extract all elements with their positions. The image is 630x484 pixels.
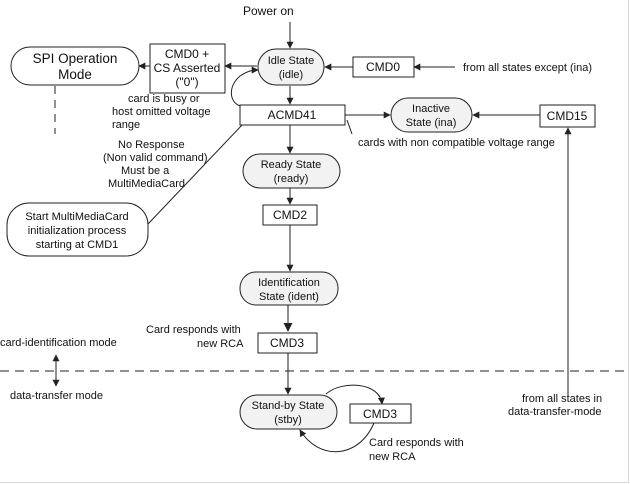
cmd3-stby-label: CMD3 (363, 407, 397, 421)
ident-state-line-2: State (ident) (259, 291, 319, 303)
label-responds-rca-1a: Card responds with (146, 324, 241, 336)
label-responds-rca-2b: new RCA (369, 451, 416, 463)
label-non-compatible: cards with non compatible voltage range (358, 137, 555, 149)
label-from-all-except: from all states except (ina) (463, 62, 592, 74)
cmd0-cs-line-1: CMD0 + (165, 47, 209, 61)
ident-state-line-1: Identification (258, 277, 320, 289)
identification-state-node: Identification State (ident) (239, 271, 339, 306)
label-from-all-dt-2: data-transfer-mode (508, 406, 602, 418)
standby-state-line-1: Stand-by State (252, 400, 325, 412)
label-busy-3: range (112, 119, 140, 131)
leader-non-compatible (346, 119, 353, 135)
label-no-response-2: (Non valid command) (103, 152, 208, 164)
acmd41-label: ACMD41 (268, 108, 317, 122)
idle-state-node: Idle State (idle) (257, 48, 325, 86)
cmd3-node-stby: CMD3 (349, 403, 412, 424)
label-no-response-3: Must be a (121, 165, 170, 177)
label-power-on: Power on (243, 4, 294, 18)
cmd2-node: CMD2 (262, 204, 318, 226)
inactive-state-line-2: State (ina) (406, 117, 457, 129)
leader-start-mmc (147, 123, 244, 225)
cmd0-cs-line-3: ("0") (175, 75, 198, 89)
inactive-state-node: Inactive State (ina) (390, 97, 473, 133)
cmd15-label: CMD15 (547, 109, 588, 123)
label-no-response-1: No Response (118, 139, 185, 151)
inactive-state-line-1: Inactive (412, 103, 450, 115)
start-mmc-node: Start MultiMediaCard initialization proc… (6, 202, 149, 257)
idle-state-line-2: (idle) (279, 69, 303, 81)
ready-state-line-2: (ready) (274, 173, 309, 185)
start-mmc-line-2: initialization process (28, 225, 127, 237)
cmd0-cs-line-2: CS Asserted (154, 61, 221, 75)
label-data-transfer-mode: data-transfer mode (10, 390, 103, 402)
ready-state-node: Ready State (ready) (242, 153, 341, 189)
cmd15-node: CMD15 (539, 104, 596, 128)
standby-state-line-2: (stby) (274, 414, 302, 426)
cmd0-cs-asserted-node: CMD0 + CS Asserted ("0") (149, 43, 226, 94)
spi-mode-node: SPI Operation Mode (10, 46, 140, 86)
label-busy-2: host omitted voltage (112, 106, 210, 118)
label-busy-1: card is busy or (128, 93, 200, 105)
label-responds-rca-2a: Card responds with (369, 437, 464, 449)
cmd2-label: CMD2 (273, 208, 307, 222)
acmd41-node: ACMD41 (239, 104, 346, 126)
edge-cmd3b-to-stby (299, 422, 375, 453)
start-mmc-line-3: starting at CMD1 (36, 239, 119, 251)
ready-state-line-1: Ready State (261, 159, 322, 171)
label-responds-rca-1b: new RCA (197, 338, 244, 350)
cmd0-label: CMD0 (366, 60, 400, 74)
cmd3-node-ident: CMD3 (257, 332, 318, 354)
standby-state-node: Stand-by State (stby) (239, 394, 338, 430)
label-from-all-dt-1: from all states in (522, 393, 602, 405)
label-no-response-4: MultiMediaCard (108, 178, 185, 190)
cmd3-ident-label: CMD3 (270, 336, 304, 350)
cmd0-node: CMD0 (352, 56, 415, 78)
idle-state-line-1: Idle State (268, 55, 314, 67)
spi-mode-line-2: Mode (58, 67, 92, 82)
start-mmc-line-1: Start MultiMediaCard (25, 211, 128, 223)
spi-mode-line-1: SPI Operation (33, 51, 118, 66)
label-card-identification-mode: card-identification mode (0, 337, 117, 349)
edge-acmd41-loop-idle (230, 66, 259, 107)
edge-stby-to-cmd3b (325, 384, 385, 405)
